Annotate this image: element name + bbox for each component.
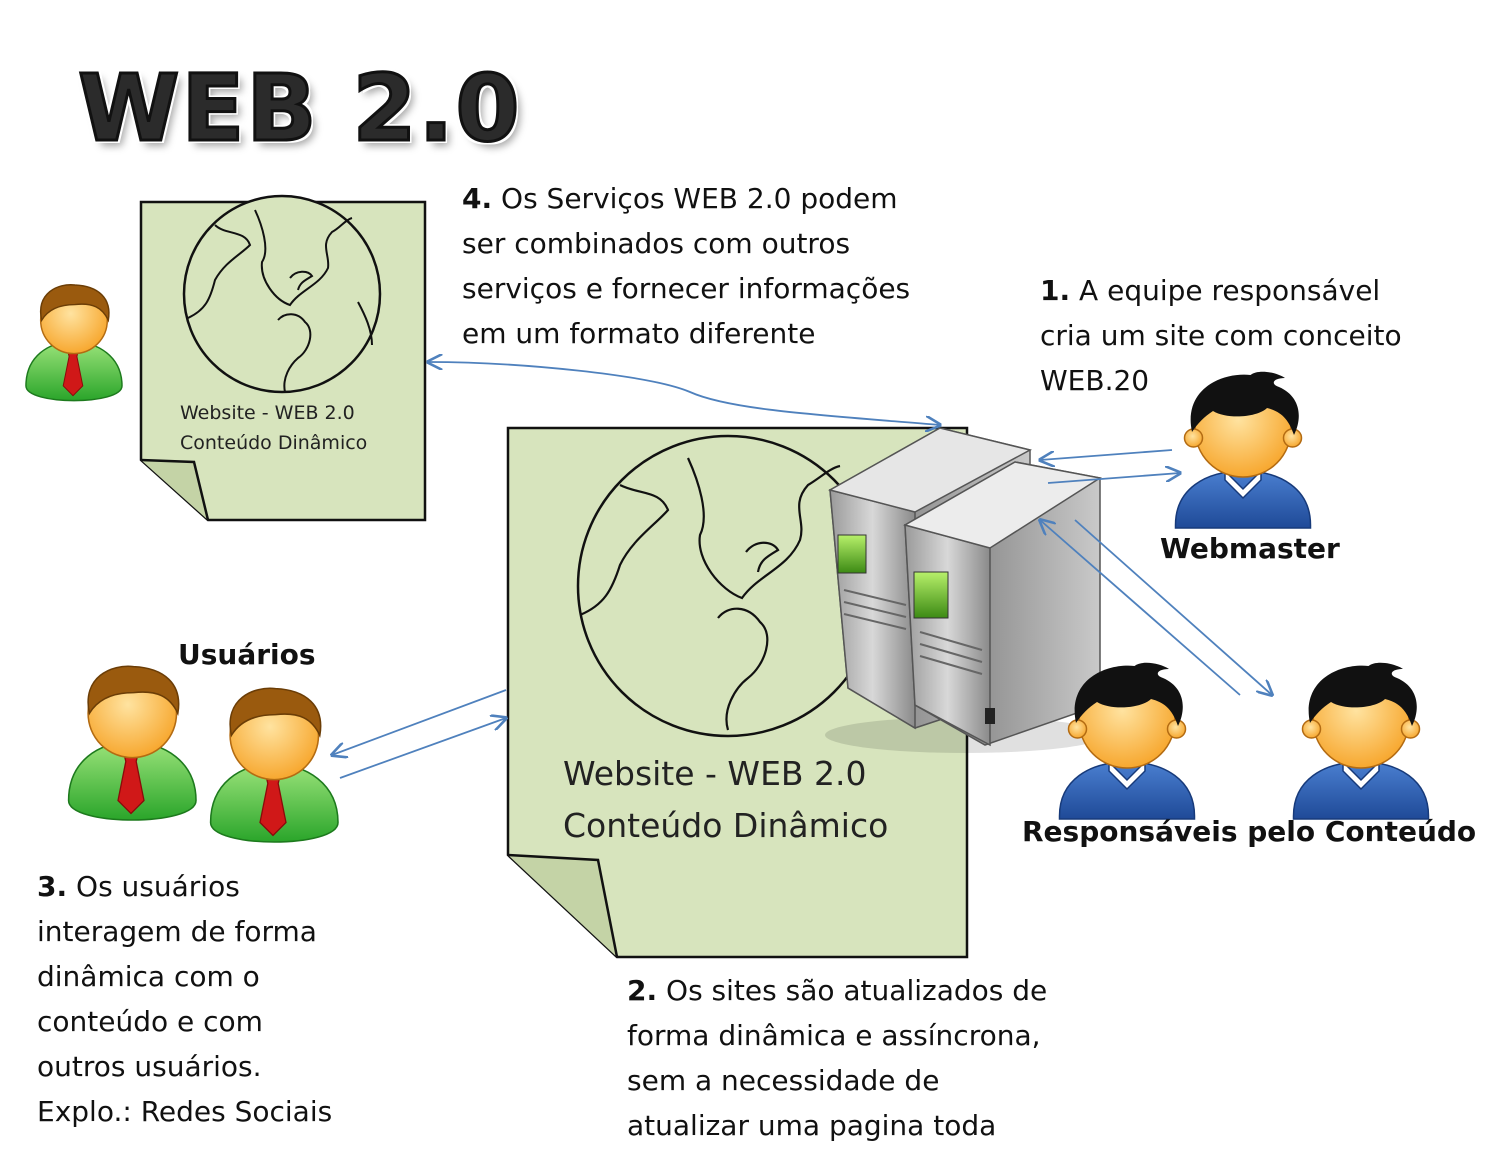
step-3-line-1: Os usuários <box>76 870 240 903</box>
label-webmaster: Webmaster <box>1160 532 1340 565</box>
step-1-line-1: A equipe responsável <box>1079 274 1381 307</box>
user-icon-services <box>25 284 123 402</box>
small-document-caption: Website - WEB 2.0 Conteúdo Dinâmico <box>180 398 367 458</box>
step-3-text: 3. Os usuários interagem de forma dinâmi… <box>37 864 332 1134</box>
globe-icon <box>576 434 880 738</box>
step-3-line-6: Explo.: Redes Sociais <box>37 1095 333 1128</box>
step-2-text: 2. Os sites são atualizados de forma din… <box>627 968 1047 1148</box>
step-3-line-3: dinâmica com o <box>37 960 260 993</box>
step-1-text: 1. A equipe responsável cria um site com… <box>1040 268 1402 403</box>
main-document-caption: Website - WEB 2.0 Conteúdo Dinâmico <box>563 748 888 852</box>
step-3-line-4: conteúdo e com <box>37 1005 263 1038</box>
step-2-line-3: sem a necessidade de <box>627 1064 940 1097</box>
step-1-number: 1. <box>1040 274 1071 307</box>
main-document-line-1: Website - WEB 2.0 <box>563 754 867 793</box>
step-2-line-2: forma dinâmica e assíncrona, <box>627 1019 1041 1052</box>
user-icon-responsavel-1 <box>1058 662 1196 820</box>
globe-icon <box>182 194 382 394</box>
step-3-line-5: outros usuários. <box>37 1050 262 1083</box>
step-2-line-1: Os sites são atualizados de <box>666 974 1048 1007</box>
label-responsaveis: Responsáveis pelo Conteúdo <box>1022 815 1477 848</box>
label-usuarios: Usuários <box>178 638 316 671</box>
server-icon <box>825 427 1105 753</box>
step-1-line-2: cria um site com conceito <box>1040 319 1402 352</box>
step-3-number: 3. <box>37 870 68 903</box>
small-website-document <box>139 194 427 522</box>
main-document-line-2: Conteúdo Dinâmico <box>563 806 889 845</box>
small-document-line-1: Website - WEB 2.0 <box>180 402 355 424</box>
small-document-line-2: Conteúdo Dinâmico <box>180 432 368 454</box>
step-4-text: 4. Os Serviços WEB 2.0 podem ser combina… <box>462 176 910 356</box>
step-3-line-2: interagem de forma <box>37 915 317 948</box>
step-2-number: 2. <box>627 974 658 1007</box>
step-4-line-4: em um formato diferente <box>462 317 816 350</box>
step-1-line-3: WEB.20 <box>1040 364 1150 397</box>
user-icon-responsavel-2 <box>1292 662 1430 820</box>
user-icon-usuario-1 <box>67 665 197 821</box>
user-icon-webmaster <box>1174 371 1312 529</box>
connection-arrows <box>332 362 1272 779</box>
step-4-number: 4. <box>462 182 493 215</box>
step-4-line-1: Os Serviços WEB 2.0 podem <box>501 182 898 215</box>
step-4-line-3: serviços e fornecer informações <box>462 272 911 305</box>
user-icon-usuario-2 <box>209 687 339 843</box>
page-title: WEB 2.0 <box>76 54 522 164</box>
step-2-line-4: atualizar uma pagina toda <box>627 1109 997 1142</box>
step-4-line-2: ser combinados com outros <box>462 227 851 260</box>
